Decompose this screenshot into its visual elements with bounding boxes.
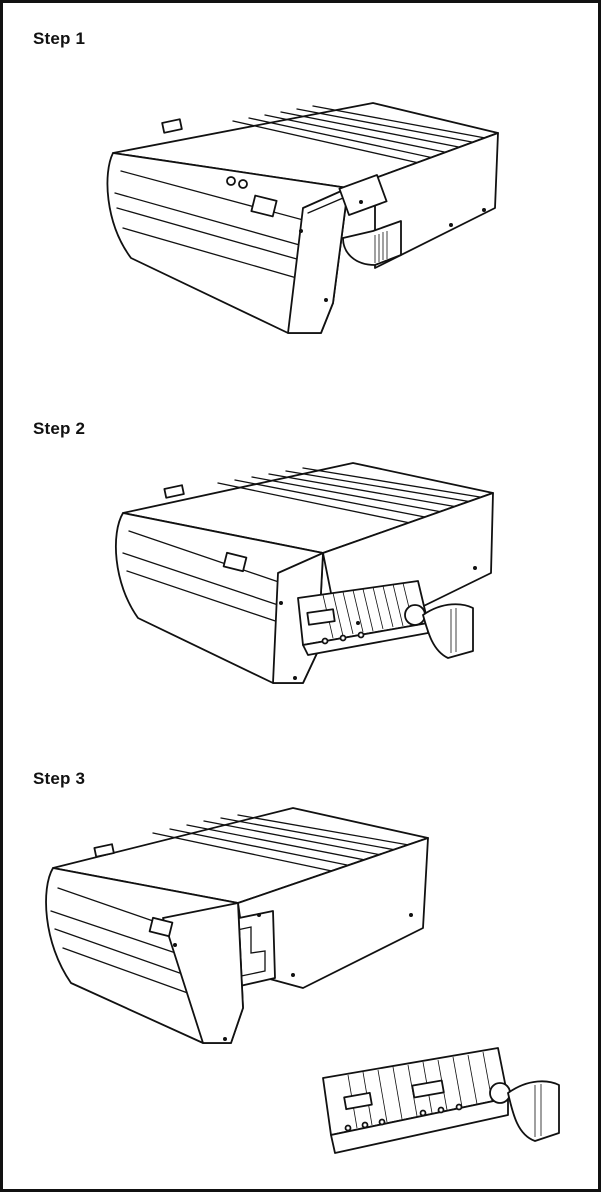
- step-1-title: Step 1: [33, 29, 86, 48]
- step-2-title: Step 2: [33, 419, 86, 438]
- step-2-machine-illustration: [114, 462, 494, 684]
- step-3-machine-illustration: [45, 807, 560, 1154]
- step-1-panel: Step 1: [3, 3, 598, 383]
- step-3-panel: Step 3: [3, 743, 598, 1193]
- step-2-panel: Step 2: [3, 383, 598, 743]
- step-3-title: Step 3: [33, 769, 86, 788]
- step-1-machine-illustration: [106, 102, 499, 334]
